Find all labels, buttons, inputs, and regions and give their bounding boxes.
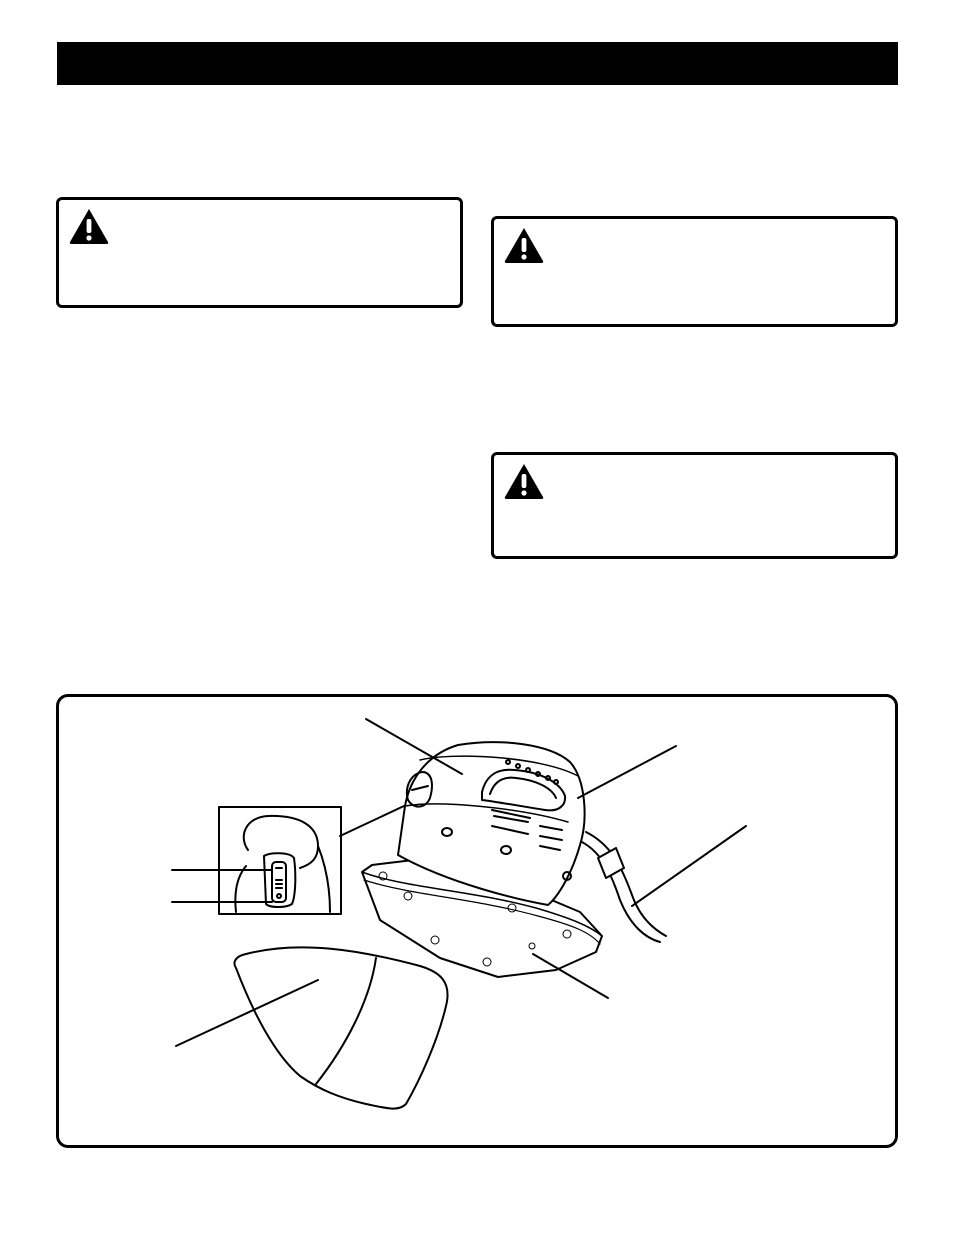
callout-lines [171,718,747,1047]
power-cord [577,831,667,943]
sanding-sheet [233,946,449,1110]
header-bar [57,42,898,85]
warning-box-3 [491,452,898,559]
warning-triangle-icon [69,209,109,244]
warning-triangle-icon [504,228,544,263]
warning-triangle-icon [504,464,544,499]
pad-perforations [378,871,572,967]
warning-box-1 [56,197,463,308]
switch-inset [218,806,342,915]
sander-body [397,741,586,906]
warning-box-2 [491,216,898,327]
